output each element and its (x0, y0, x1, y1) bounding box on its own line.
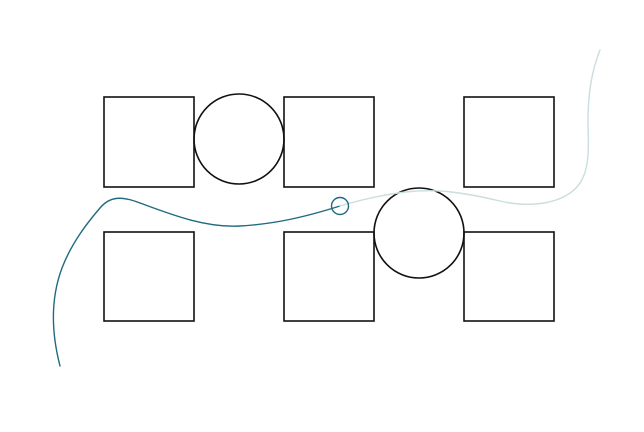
mouse-trail-dark (52, 197, 341, 367)
square-bottom-middle[interactable] (283, 231, 375, 322)
circle-top[interactable] (193, 93, 285, 185)
square-top-middle[interactable] (283, 96, 375, 188)
circle-bottom[interactable] (373, 187, 465, 279)
square-top-right[interactable] (463, 96, 555, 188)
square-bottom-left[interactable] (103, 231, 195, 322)
mouse-trail-light (339, 49, 601, 207)
square-bottom-right[interactable] (463, 231, 555, 322)
square-top-left[interactable] (103, 96, 195, 188)
circle-cursor-icon (330, 196, 350, 216)
